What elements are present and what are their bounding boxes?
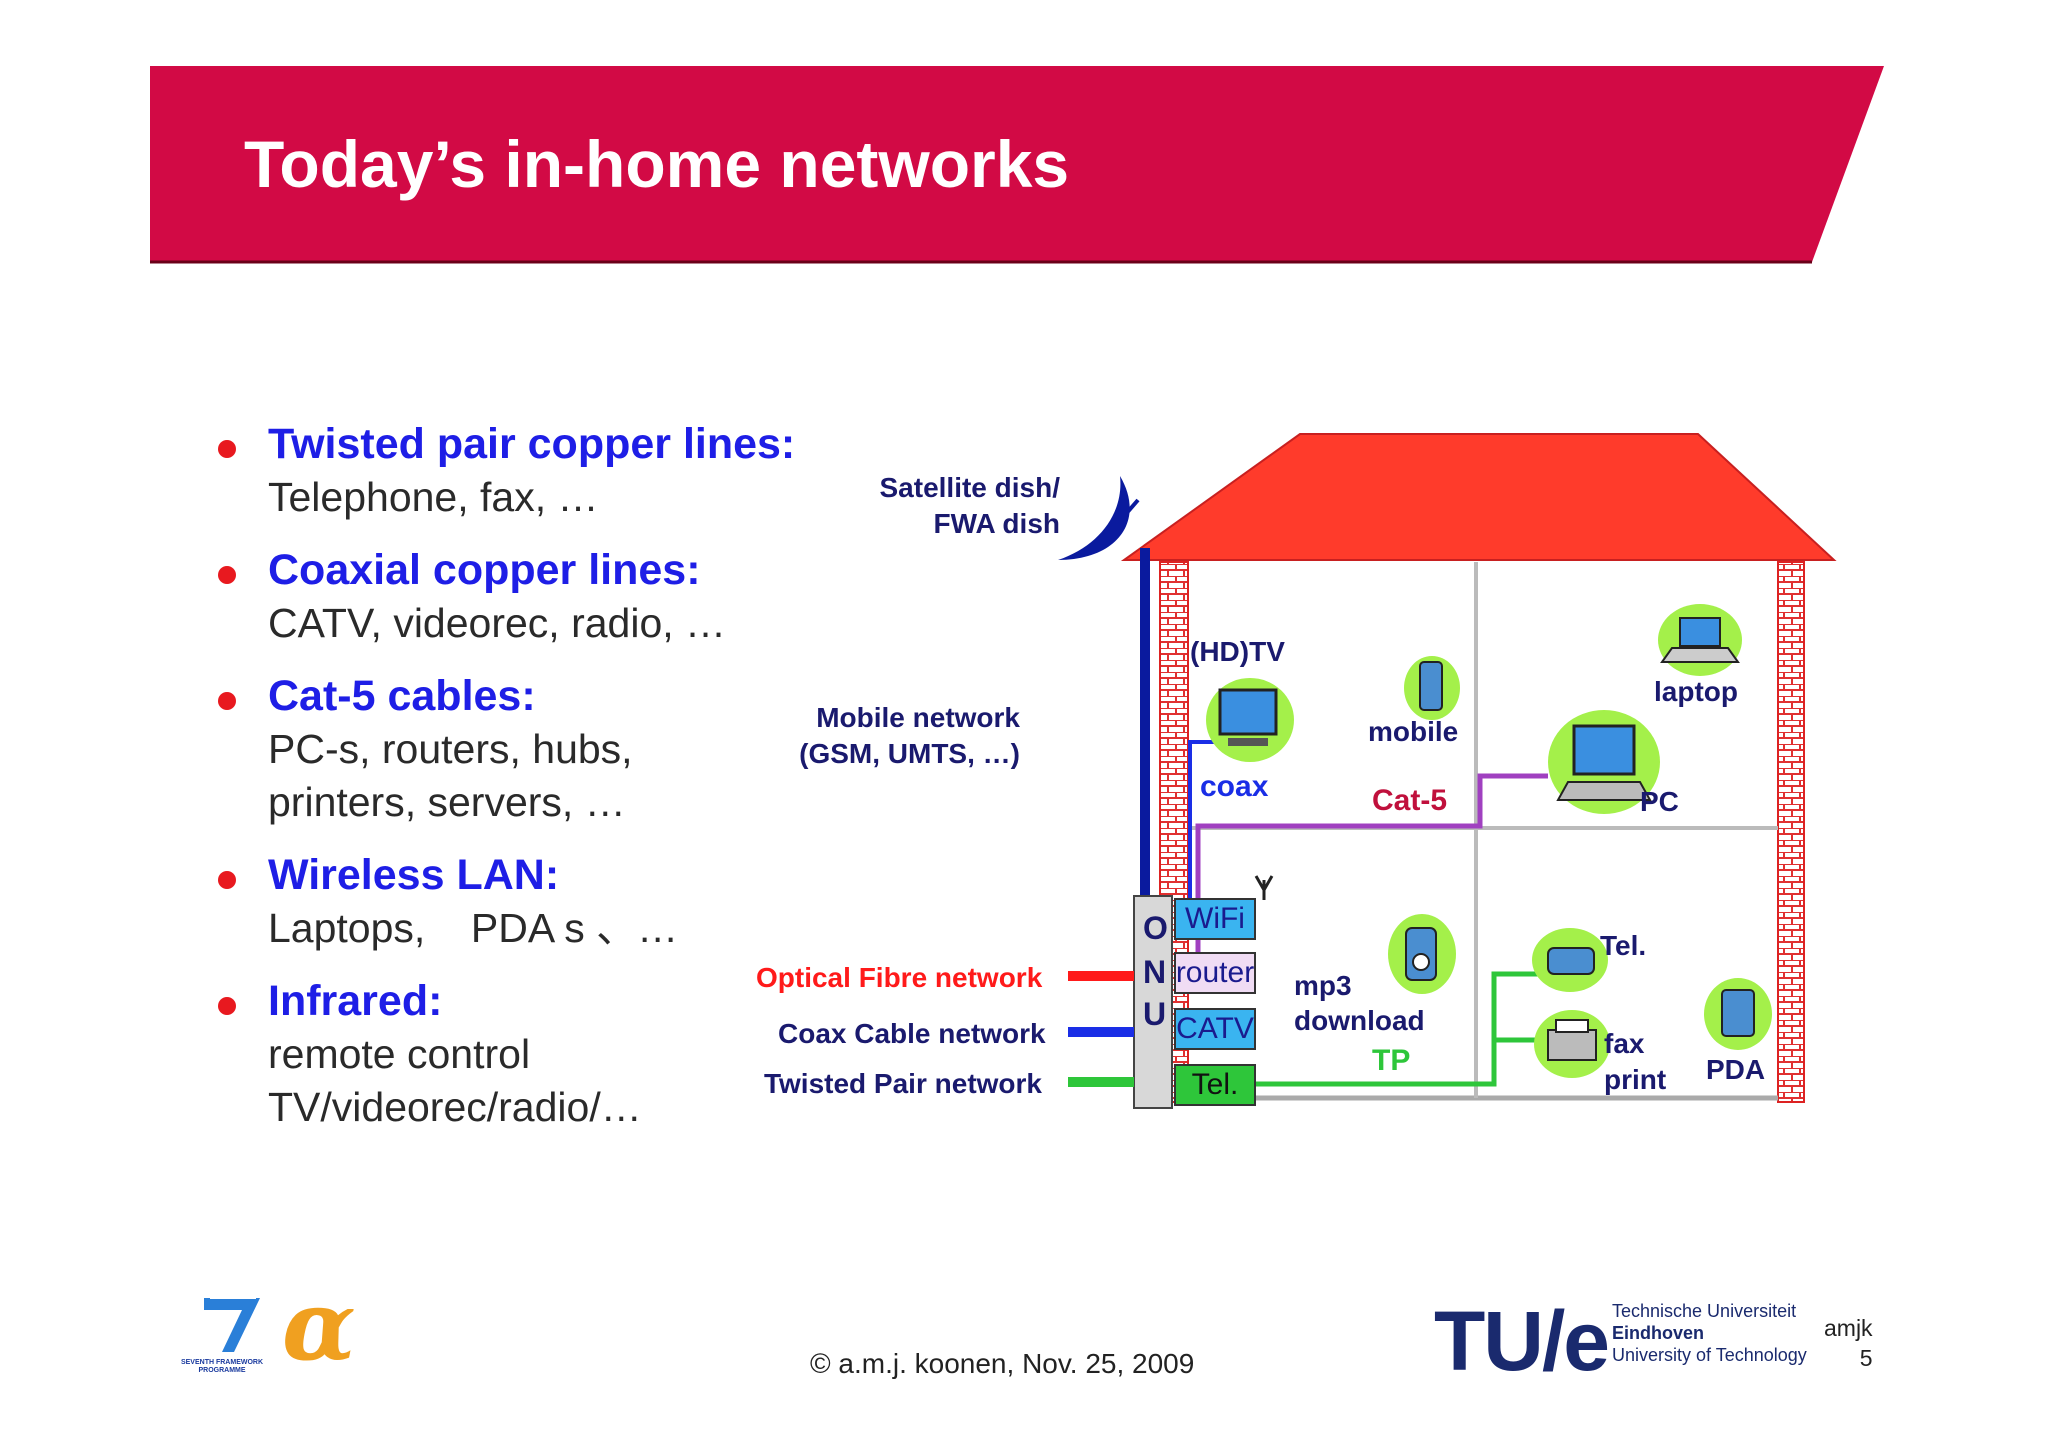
bullet-dot-icon	[218, 440, 236, 458]
page-tag: amjk 5	[1824, 1313, 1873, 1373]
laptop-label: laptop	[1654, 676, 1738, 707]
bullet-body: PC-s, routers, hubs, printers, servers, …	[268, 726, 633, 825]
catv-box: CATV	[1174, 1008, 1256, 1050]
mobile-phone-icon	[1404, 656, 1460, 720]
pc-label: PC	[1640, 786, 1679, 817]
copyright-footer: © a.m.j. koonen, Nov. 25, 2009	[810, 1348, 1195, 1379]
tp-label: TP	[1372, 1044, 1411, 1077]
twisted-pair-label: Twisted Pair network	[764, 1068, 1042, 1099]
pda-icon	[1704, 978, 1772, 1050]
bullet-item: Twisted pair copper lines: Telephone, fa…	[212, 418, 812, 524]
fp7-logo: SEVENTH FRAMEWORK PROGRAMME	[176, 1294, 268, 1374]
page-title: Today’s in-home networks	[244, 127, 1070, 201]
bullet-body: Telephone, fax, …	[268, 474, 599, 520]
coax-label: coax	[1200, 770, 1269, 803]
mp3-download-label: mp3 download	[1294, 970, 1425, 1036]
tue-logo: TU/e	[1434, 1294, 1610, 1388]
tue-line-3: University of Technology	[1612, 1345, 1807, 1365]
bullet-dot-icon	[218, 566, 236, 584]
optical-fibre-label: Optical Fibre network	[756, 962, 1043, 993]
mp3-player-icon	[1388, 914, 1456, 994]
page-number: 5	[1859, 1345, 1873, 1371]
author-tag: amjk	[1824, 1315, 1873, 1341]
satellite-label: Satellite dish/ FWA dish	[879, 472, 1061, 539]
fax-printer-icon	[1534, 1010, 1610, 1078]
tel-box: Tel.	[1174, 1064, 1256, 1106]
tue-line-2: Eindhoven	[1612, 1323, 1705, 1343]
title-band	[150, 66, 1884, 264]
onu-letter: N	[1143, 954, 1167, 990]
pda-label: PDA	[1706, 1054, 1766, 1085]
alpha-logo: α	[282, 1269, 356, 1382]
coax-cable-label: Coax Cable network	[778, 1018, 1046, 1049]
bullet-item: Wireless LAN: Laptops, PDA s 、…	[212, 849, 812, 955]
satellite-dish-icon	[1058, 476, 1130, 560]
right-wall	[1777, 561, 1805, 1103]
hdtv-label: (HD)TV	[1190, 636, 1285, 667]
bullet-body: CATV, videorec, radio, …	[268, 600, 727, 646]
bullet-body: remote control TV/videorec/radio/…	[268, 1031, 642, 1130]
bullet-item: Cat-5 cables: PC-s, routers, hubs, print…	[212, 670, 812, 829]
bullet-head: Infrared:	[268, 977, 443, 1025]
onu-unit	[1133, 895, 1173, 1109]
router-box: router	[1174, 952, 1256, 994]
tel-label: Tel.	[1600, 930, 1647, 961]
fp7-logo-text: SEVENTH FRAMEWORK PROGRAMME	[180, 1359, 264, 1374]
bullet-dot-icon	[218, 997, 236, 1015]
mobile-label: mobile	[1368, 716, 1459, 747]
bullet-head: Coaxial copper lines:	[268, 546, 701, 594]
bullet-body: Laptops, PDA s 、…	[268, 905, 679, 951]
onu-letter: U	[1143, 996, 1167, 1032]
tue-subtitle: Technische Universiteit Eindhoven Univer…	[1612, 1300, 1807, 1366]
bullet-dot-icon	[218, 692, 236, 710]
bullet-head: Cat-5 cables:	[268, 672, 536, 720]
cat5-label: Cat-5	[1372, 784, 1448, 817]
bullet-list: Twisted pair copper lines: Telephone, fa…	[212, 418, 812, 1154]
onu-letter: O	[1143, 910, 1168, 946]
bullet-head: Wireless LAN:	[268, 851, 560, 899]
pc-icon	[1548, 710, 1660, 814]
roof	[1120, 433, 1837, 561]
bullet-head: Twisted pair copper lines:	[268, 420, 796, 468]
bullet-item: Coaxial copper lines: CATV, videorec, ra…	[212, 544, 812, 650]
wifi-antenna-icon	[1254, 875, 1274, 900]
bullet-dot-icon	[218, 871, 236, 889]
tv-icon	[1206, 678, 1294, 762]
fax-print-label: fax print	[1604, 1028, 1667, 1095]
mobile-network-label: Mobile network (GSM, UMTS, …)	[799, 702, 1020, 769]
wifi-box: WiFi	[1174, 898, 1256, 940]
laptop-icon	[1658, 604, 1742, 676]
bullet-item: Infrared: remote control TV/videorec/rad…	[212, 975, 812, 1134]
tue-line-1: Technische Universiteit	[1612, 1301, 1797, 1321]
telephone-icon	[1532, 928, 1608, 992]
